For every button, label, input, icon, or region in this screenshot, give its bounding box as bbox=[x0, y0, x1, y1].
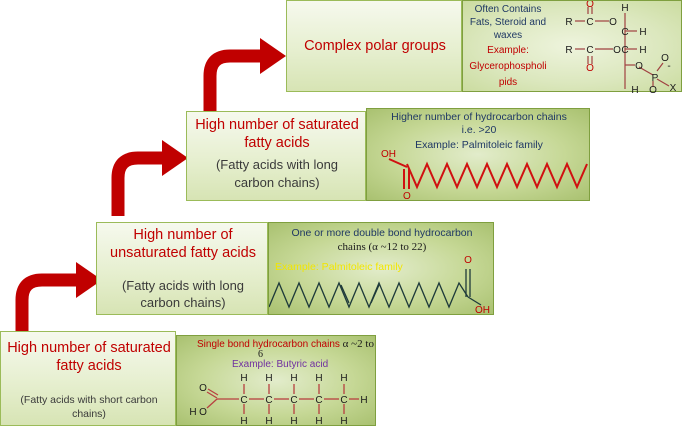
butyric-h: H bbox=[290, 416, 297, 427]
glycerophospholipid-structure: R C O O H C H R C O O C H O P O - X O H bbox=[565, 1, 677, 93]
step-4-desc-line-3: waxes bbox=[493, 30, 523, 41]
step-3-title-line-1: High number of saturated bbox=[195, 117, 359, 133]
step-3-panel: Higher number of hydrocarbon chains i.e.… bbox=[366, 108, 590, 202]
gpl-r-2: R bbox=[565, 45, 572, 56]
palmitoleic-structure: O OH bbox=[269, 255, 490, 316]
gpl-o-6: O bbox=[661, 53, 669, 64]
arrow-3 bbox=[203, 49, 262, 112]
gpl-minus: - bbox=[667, 61, 670, 72]
gpl-c-4: C bbox=[621, 45, 628, 56]
step-1-panel: Single bond hydrocarbon chains α ~2 to 6… bbox=[176, 335, 376, 427]
gpl-c-2: C bbox=[621, 27, 628, 38]
step-2-title-line-2: unsaturated fatty acids bbox=[110, 245, 256, 261]
butyric-h: H bbox=[240, 416, 247, 427]
butyric-c-2: C bbox=[265, 395, 272, 406]
step-2-box: High number of unsaturated fatty acids (… bbox=[96, 222, 268, 315]
butyric-h: H bbox=[340, 373, 347, 384]
gpl-o-1: O bbox=[609, 17, 617, 28]
step-1-desc-alpha: α ~2 to bbox=[342, 338, 374, 350]
step-2-desc-line-1: One or more double bond hydrocarbon bbox=[291, 227, 473, 239]
gpl-p: P bbox=[652, 73, 659, 84]
arrow-2 bbox=[111, 151, 164, 216]
step-3-subtitle-line-2: carbon chains) bbox=[234, 175, 320, 190]
butyric-c-3: C bbox=[290, 395, 297, 406]
step-2-title-line-1: High number of bbox=[133, 227, 233, 243]
step-3-desc-line-1: Higher number of hydrocarbon chains bbox=[391, 111, 567, 123]
gpl-r-1: R bbox=[565, 17, 572, 28]
step-1-desc-line-1: Single bond hydrocarbon chains α ~2 to bbox=[197, 338, 374, 351]
butyric-h: H bbox=[290, 373, 297, 384]
butyric-c-5: C bbox=[340, 395, 347, 406]
gpl-o-4: O bbox=[586, 63, 594, 74]
step-3-title-line-2: fatty acids bbox=[244, 135, 310, 151]
step-4-title: Complex polar groups bbox=[304, 38, 446, 54]
step-3-example: Example: Palmitoleic family bbox=[415, 139, 543, 151]
gpl-c-3: C bbox=[586, 45, 593, 56]
arrow-1-head bbox=[76, 262, 102, 298]
butyric-acid-structure: O O H C C C C C H H H H H H H H H H H bbox=[189, 373, 367, 427]
butyric-h-left: H bbox=[189, 407, 196, 418]
butyric-h: H bbox=[315, 416, 322, 427]
butyric-h: H bbox=[340, 416, 347, 427]
gpl-c-1: C bbox=[586, 17, 593, 28]
butyric-h: H bbox=[265, 416, 272, 427]
step-2-desc-line-2: chains (α ~12 to 22) bbox=[337, 241, 427, 253]
palmitoleic-o: O bbox=[464, 255, 472, 266]
long-chain-structure: OH O bbox=[381, 149, 588, 202]
step-2-subtitle-line-1: (Fatty acids with long bbox=[121, 278, 245, 293]
step-4-example-line-2: Glycerophospholi bbox=[469, 61, 547, 72]
step-1-subtitle-line-2: chains) bbox=[72, 408, 106, 420]
step-2-subtitle-line-2: carbon chains) bbox=[140, 295, 226, 310]
butyric-c-4: C bbox=[315, 395, 322, 406]
gpl-o-7: O bbox=[649, 85, 657, 93]
butyric-o-bottom: O bbox=[199, 407, 207, 418]
gpl-x: X bbox=[670, 83, 677, 93]
butyric-c-1: C bbox=[240, 395, 247, 406]
arrow-3-head bbox=[260, 38, 286, 74]
step-1-title-line-1: High number of saturated bbox=[7, 340, 171, 356]
step-2-example: Example: Palmitoleic family bbox=[275, 261, 403, 273]
step-1-desc-text: Single bond hydrocarbon chains bbox=[197, 339, 340, 350]
step-4-box: Complex polar groups bbox=[286, 0, 462, 92]
step-4-example-line-1: Example: bbox=[487, 45, 529, 56]
step-1-subtitle-line-1: (Fatty acids with short carbon bbox=[20, 394, 158, 406]
step-1-title-line-2: fatty acids bbox=[56, 358, 122, 374]
butyric-o-top: O bbox=[199, 383, 207, 394]
step-4-example-line-3: pids bbox=[498, 77, 518, 88]
palmitoleic-oh: OH bbox=[475, 305, 490, 316]
arrow-1 bbox=[15, 273, 78, 331]
step-4-desc-line-2: Fats, Steroid and bbox=[469, 17, 547, 28]
step-3-desc-line-2: i.e. >20 bbox=[461, 124, 497, 136]
gpl-o-2: O bbox=[586, 1, 594, 10]
gpl-o-3: O bbox=[613, 45, 621, 56]
butyric-h-end: H bbox=[360, 395, 367, 406]
long-chain-o: O bbox=[403, 191, 411, 202]
step-1-desc-line-2: 6 bbox=[258, 349, 263, 360]
long-chain-oh: OH bbox=[381, 149, 396, 160]
step-3-box: High number of saturated fatty acids (Fa… bbox=[186, 111, 366, 201]
butyric-h: H bbox=[265, 373, 272, 384]
gpl-h-3: H bbox=[639, 45, 646, 56]
step-1-box: High number of saturated fatty acids (Fa… bbox=[0, 331, 176, 426]
arrow-2-head bbox=[162, 140, 188, 176]
gpl-h-2: H bbox=[639, 27, 646, 38]
step-4-desc-line-1: Often Contains bbox=[474, 4, 542, 15]
butyric-h: H bbox=[240, 373, 247, 384]
gpl-h-4: H bbox=[631, 85, 638, 93]
step-1-example: Example: Butyric acid bbox=[232, 359, 329, 370]
gpl-h-1: H bbox=[621, 3, 628, 14]
step-3-subtitle-line-1: (Fatty acids with long bbox=[215, 157, 339, 172]
butyric-h: H bbox=[315, 373, 322, 384]
gpl-o-5: O bbox=[635, 61, 643, 72]
step-4-panel: Often Contains Fats, Steroid and waxes E… bbox=[462, 0, 682, 93]
step-2-panel: One or more double bond hydrocarbon chai… bbox=[268, 222, 494, 316]
